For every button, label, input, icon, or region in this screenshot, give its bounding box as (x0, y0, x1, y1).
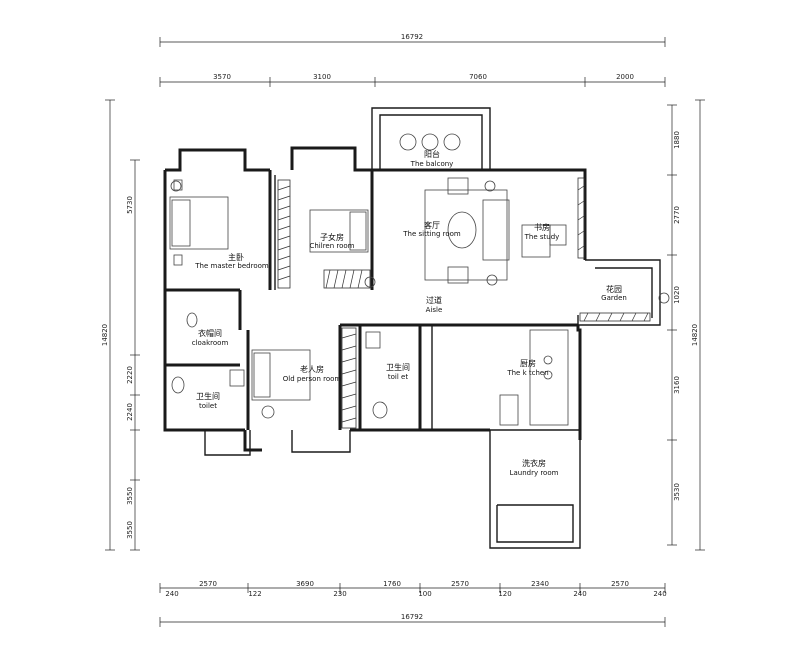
plants (170, 180, 670, 304)
toilet-fixtures (171, 312, 388, 419)
dim-bottom-1: 2570 (199, 580, 217, 588)
room-children: 子女房 Chilren room (309, 232, 354, 250)
master-bed (169, 179, 229, 266)
master-bedroom-zh: 主卧 (228, 252, 244, 262)
dim-right-total: 14820 (691, 324, 699, 346)
room-study: 书房 The study (524, 222, 560, 241)
room-old-person: 老人房 Old person room (283, 364, 342, 383)
sofa-set (424, 177, 510, 284)
dim-right-3: 3160 (673, 376, 681, 394)
room-kitchen: 厨房 The k tchen (506, 358, 548, 377)
dim-top-1: 3570 (213, 73, 231, 81)
toilet-left-zh: 卫生间 (196, 391, 220, 401)
dim-right-1: 1880 (673, 131, 681, 149)
cloakroom-en: cloakroom (192, 339, 229, 347)
dim-bottom-small-1: 240 (165, 590, 178, 598)
aisle-en: Aisle (426, 306, 443, 314)
dim-left-total: 14820 (101, 324, 109, 346)
old-person-room-en: Old person room (283, 375, 342, 383)
toilet-right-zh: 卫生间 (386, 362, 410, 372)
garden-zh: 花园 (606, 284, 622, 294)
dim-left-2: 2220 (126, 366, 134, 384)
right-dimension-total: 14820 (691, 99, 705, 551)
room-laundry: 洗衣房 Laundry room (510, 458, 559, 477)
dim-top-4: 2000 (616, 73, 634, 81)
left-dimension-total: 14820 (101, 99, 115, 551)
kitchen-zh: 厨房 (520, 358, 536, 368)
room-balcony: 阳台 The balcony (410, 149, 454, 168)
dim-top-total: 16792 (401, 33, 423, 41)
room-cloakroom: 衣帽间 cloakroom (192, 328, 229, 347)
children-room-zh: 子女房 (320, 232, 344, 242)
room-sitting: 客厅 The sitting room (402, 220, 461, 238)
old-person-bed (251, 349, 311, 419)
dim-top-3: 7060 (469, 73, 487, 81)
dim-bottom-small-6: 240 (573, 590, 586, 598)
exterior-walls (163, 107, 661, 549)
dim-right-4: 3530 (673, 483, 681, 501)
aisle-zh: 过道 (426, 295, 442, 305)
dim-bottom-3: 1760 (383, 580, 401, 588)
room-master-bedroom: 主卧 The master bedroom (194, 252, 269, 270)
dim-bottom-4: 2570 (451, 580, 469, 588)
dim-bottom-small-4: 100 (418, 590, 431, 598)
interior-walls (165, 170, 580, 431)
wardrobe-hatch (277, 177, 651, 429)
dim-bottom-small-2: 122 (248, 590, 261, 598)
room-aisle: 过道 Aisle (426, 295, 443, 314)
study-zh: 书房 (534, 222, 550, 232)
left-dimension-segments: 5730 2220 2240 3550 3550 (126, 159, 140, 551)
dim-bottom-6: 2570 (611, 580, 629, 588)
sitting-room-zh: 客厅 (424, 220, 440, 230)
toilet-right-en: toil et (388, 373, 408, 381)
laundry-en: Laundry room (510, 469, 559, 477)
balcony-chairs (399, 133, 461, 151)
sitting-room-en: The sitting room (402, 230, 461, 238)
cloakroom-zh: 衣帽间 (198, 328, 222, 338)
master-bedroom-en: The master bedroom (194, 262, 269, 270)
room-toilet-right: 卫生间 toil et (386, 362, 410, 381)
dim-bottom-2: 3690 (296, 580, 314, 588)
garden-en: Garden (601, 294, 627, 302)
kitchen-counter (499, 329, 569, 426)
bottom-dimension-segments: 2570 3690 1760 2570 2340 2570 240 122 23… (159, 580, 667, 598)
children-bed (309, 209, 369, 253)
dim-bottom-5: 2340 (531, 580, 549, 588)
toilet-left-en: toilet (199, 402, 217, 410)
dim-left-4: 3550 (126, 487, 134, 505)
study-en: The study (524, 233, 560, 241)
old-person-room-zh: 老人房 (300, 364, 324, 374)
kitchen-en: The k tchen (506, 369, 548, 377)
dim-top-2: 3100 (313, 73, 331, 81)
dim-left-3: 2240 (126, 403, 134, 421)
bottom-dimension-total: 16792 (159, 613, 666, 627)
dim-bottom-total: 16792 (401, 613, 423, 621)
laundry-zh: 洗衣房 (522, 458, 546, 468)
dim-left-5: 3550 (126, 521, 134, 539)
dim-right-2: 2770 (673, 206, 681, 224)
dim-bottom-small-3: 230 (333, 590, 346, 598)
top-dimension-segments: 3570 3100 7060 2000 (159, 73, 666, 87)
dim-bottom-small-5: 120 (498, 590, 511, 598)
balcony-en: The balcony (410, 160, 454, 168)
study-desk (521, 224, 567, 258)
children-room-en: Chilren room (309, 242, 354, 250)
room-garden: 花园 Garden (601, 284, 627, 302)
dim-right-5: 1020 (673, 286, 681, 304)
dim-left-1: 5730 (126, 196, 134, 214)
room-toilet-left: 卫生间 toilet (196, 391, 220, 410)
balcony-zh: 阳台 (424, 149, 440, 159)
dim-bottom-small-7: 240 (653, 590, 666, 598)
top-dimension-total: 16792 (159, 33, 666, 47)
right-dimension-segments: 1880 2770 3160 3530 1020 (667, 104, 681, 546)
